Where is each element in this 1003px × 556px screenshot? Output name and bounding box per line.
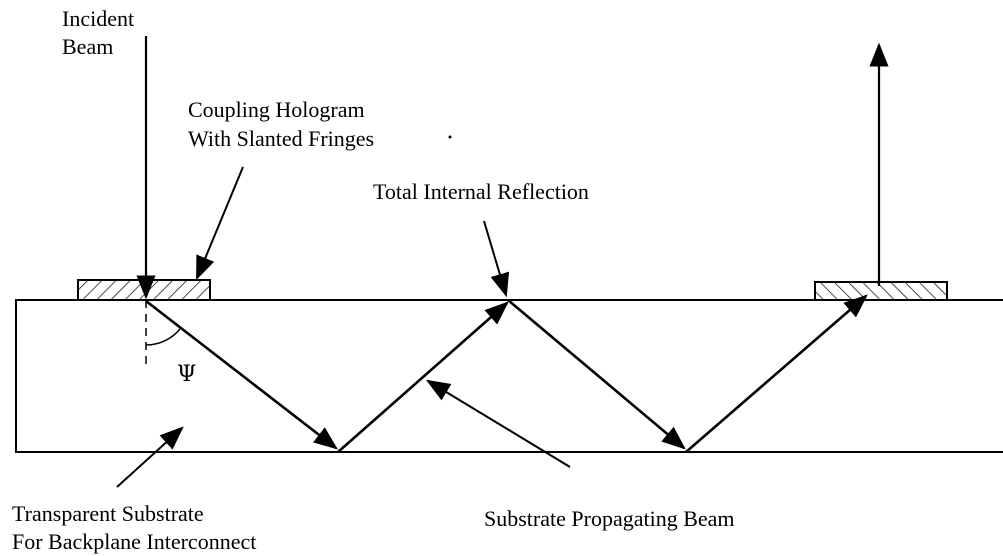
propagating-pointer-arrow [425,379,571,468]
hologram-label-line2: With Slanted Fringes [188,126,374,151]
substrate [15,299,1003,453]
incident-label-line2: Beam [62,34,113,59]
beam-segment-3 [507,299,686,450]
hologram-label-line1: Coupling Hologram [188,97,365,122]
output-coupling-hologram [814,281,948,301]
beam-segment-2 [337,301,509,453]
angle-arc [145,328,181,346]
input-coupling-hologram [77,279,211,301]
hologram-pointer-arrow [196,166,244,281]
propagating-beam-label: Substrate Propagating Beam [484,506,735,531]
angle-label: Ψ [177,362,196,387]
substrate-label-line2: For Backplane Interconnect [12,529,256,554]
tir-pointer-arrow [483,220,510,298]
incident-label-line1: Incident [62,6,134,31]
substrate-pointer-arrow [116,426,184,488]
beam-segment-1 [145,299,338,450]
tir-label: Total Internal Reflection [373,179,589,204]
stray-dot [448,135,452,139]
substrate-label-line1: Transparent Substrate [12,501,204,526]
beam-segment-4 [685,294,868,453]
